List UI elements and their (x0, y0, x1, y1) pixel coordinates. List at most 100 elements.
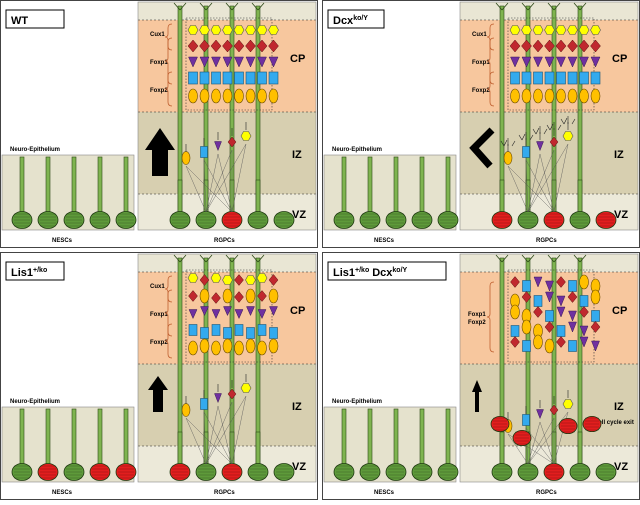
nescs-label: NESCs (52, 238, 73, 244)
radial-glia-fiber (123, 156, 129, 221)
orange-oval (188, 88, 198, 104)
blue-rectangle (591, 310, 600, 322)
title-second-superscript: ko/Y (392, 267, 407, 274)
orange-oval (503, 151, 513, 165)
fiber-endfoot (225, 254, 239, 263)
red-diamond (268, 274, 279, 286)
fiber-endfoot (573, 254, 587, 263)
green-progenitor-cell (11, 463, 33, 481)
foxp2-bracket (164, 71, 173, 107)
orange-oval (544, 88, 555, 104)
cux1-label: Cux1 (150, 284, 165, 290)
purple-triangle (214, 393, 222, 404)
title-superscript: +/ko (355, 267, 369, 274)
radial-glia-fiber (367, 156, 373, 221)
red-progenitor-cell (89, 463, 111, 481)
yellow-hexagon (590, 25, 601, 35)
iz-label: IZ (614, 149, 624, 161)
vz-label: VZ (614, 461, 628, 473)
radial-glia-fiber (45, 408, 51, 473)
neurite-branches (560, 116, 576, 125)
green-progenitor-cell (385, 211, 407, 229)
orange-oval (199, 88, 210, 104)
red-diamond (549, 136, 559, 148)
title-superscript: +/ko (33, 267, 47, 274)
panel-2: Neuro-EpitheliumNESCsCPIZVZRGPCsCux1Foxp… (322, 0, 640, 248)
fiber-endfoot (495, 254, 509, 263)
foxp1-label: Foxp1 (150, 312, 168, 318)
foxp2-label: Foxp2 (150, 88, 168, 94)
cortex-frame (137, 1, 317, 231)
red-diamond (199, 274, 210, 286)
blue-rectangle (200, 327, 209, 339)
lineage-arrow (205, 153, 219, 213)
blue-rectangle (522, 146, 530, 158)
yellow-hexagon (210, 25, 222, 35)
orange-oval (510, 88, 520, 104)
green-progenitor-cell (491, 463, 513, 481)
title-main: Dcx (333, 15, 354, 27)
blue-rectangle (521, 71, 532, 85)
purple-triangle (234, 56, 244, 68)
intermediate-zone (460, 364, 638, 446)
radial-glia-fiber (341, 408, 347, 473)
cp-label: CP (612, 53, 627, 65)
purple-triangle (257, 56, 267, 68)
fiber-endfoot (199, 2, 213, 11)
orange-oval (544, 338, 555, 354)
radial-glia-fiber (367, 408, 373, 473)
orange-oval (211, 88, 221, 104)
green-progenitor-cell (63, 211, 85, 229)
iz-label: IZ (292, 401, 302, 413)
foxp2-label: Foxp2 (468, 320, 486, 326)
lineage-arrow (185, 417, 207, 465)
migration-arrow-thin (472, 380, 482, 412)
lineage-arrow (507, 433, 529, 465)
lineage-arrow (203, 159, 207, 213)
vz-label: VZ (292, 461, 306, 473)
fiber-endfoot (173, 254, 187, 263)
neurite-branches (532, 126, 548, 135)
purple-triangle (533, 56, 543, 68)
panel-title: WT (11, 15, 28, 27)
lineage-arrow (185, 417, 233, 465)
lineage-arrow (205, 405, 219, 465)
neuroepithelium-label: Neuro-Epithelium (10, 399, 60, 405)
blue-rectangle (567, 71, 578, 85)
green-progenitor-cell (37, 211, 59, 229)
blue-rectangle (268, 71, 279, 85)
red-diamond (556, 336, 566, 348)
purple-triangle (268, 56, 279, 68)
orange-oval (268, 88, 279, 104)
orange-oval (533, 88, 543, 104)
cux1-label: Cux1 (472, 32, 487, 38)
blue-rectangle (223, 327, 232, 339)
red-diamond (579, 306, 589, 318)
red-diamond (187, 39, 199, 53)
purple-triangle (568, 321, 577, 333)
lineage-arrow (553, 143, 569, 213)
red-diamond (521, 291, 532, 303)
lineage-arrow (539, 421, 555, 465)
green-progenitor-cell (411, 211, 433, 229)
fiber-endfoot (521, 254, 535, 263)
orange-oval (521, 319, 532, 335)
neuroepithelium-label: Neuro-Epithelium (332, 399, 382, 405)
title-box (5, 9, 65, 29)
foxp2-label: Foxp2 (150, 340, 168, 346)
orange-oval (590, 88, 601, 104)
green-progenitor-cell (11, 211, 33, 229)
radial-glia-fiber (445, 408, 451, 473)
orange-oval (199, 338, 210, 354)
title-second: Dcx (372, 267, 393, 279)
orange-oval (268, 288, 279, 304)
lineage-arrow (205, 395, 247, 465)
rgpcs-label: RGPCs (536, 238, 557, 244)
purple-triangle (590, 56, 601, 68)
red-progenitor-cell (115, 463, 137, 481)
orange-oval (199, 288, 210, 304)
title-box (5, 261, 65, 281)
panel-3: Neuro-EpitheliumNESCsCPIZVZRGPCsCux1Foxp… (0, 252, 318, 500)
blue-rectangle (545, 310, 554, 322)
red-progenitor-cell (169, 463, 191, 481)
